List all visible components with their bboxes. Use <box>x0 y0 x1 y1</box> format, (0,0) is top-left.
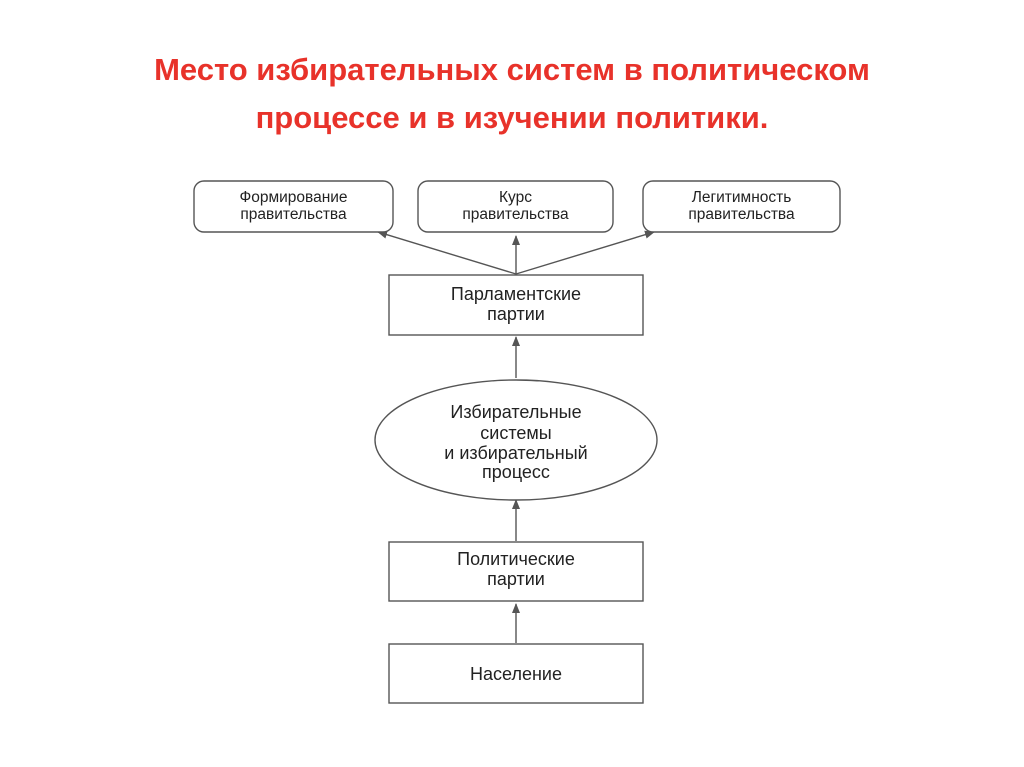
node-electoral-label-3: и избирательный <box>444 443 587 463</box>
node-population-label: Население <box>470 664 562 684</box>
node-formation-box <box>193 180 394 233</box>
slide-title-line-2: процессе и в изучении политики. <box>255 100 769 135</box>
node-electoral-label-4: процесс <box>482 462 550 482</box>
node-course-box <box>417 180 614 233</box>
arrow-parliamentary-to-legitimacy <box>515 230 655 275</box>
arrow-parliamentary-to-formation <box>377 230 517 275</box>
node-course: Курс правительства <box>417 180 614 233</box>
node-political-parties: Политические партии <box>388 541 644 602</box>
connectors <box>377 230 655 643</box>
node-course-label-1: Курс <box>499 189 532 206</box>
node-parliamentary-label-1: Парламентские <box>451 284 581 304</box>
node-electoral-ellipse <box>374 379 658 501</box>
slide-title-line-1: Место избирательных систем в политическо… <box>154 52 870 87</box>
node-political-label-2: партии <box>487 569 545 589</box>
node-parliamentary-box <box>388 274 644 336</box>
node-population-box <box>388 643 644 704</box>
node-electoral-systems: Избирательные системы и избирательный пр… <box>374 379 658 501</box>
node-formation-label-1: Формирование <box>239 189 347 206</box>
node-political-box <box>388 541 644 602</box>
node-formation-label-2: правительства <box>240 206 347 223</box>
node-population: Население <box>388 643 644 704</box>
node-legitimacy: Легитимность правительства <box>642 180 841 233</box>
node-legitimacy-box <box>642 180 841 233</box>
node-political-label-1: Политические <box>457 549 575 569</box>
node-formation: Формирование правительства <box>193 180 394 233</box>
node-course-label-2: правительства <box>462 206 569 223</box>
slide-title: Место избирательных систем в политическо… <box>0 46 1024 142</box>
node-legitimacy-label-2: правительства <box>688 206 795 223</box>
node-parliamentary-parties: Парламентские партии <box>388 274 644 336</box>
node-parliamentary-label-2: партии <box>487 304 545 324</box>
node-electoral-label-1: Избирательные <box>450 402 581 422</box>
node-legitimacy-label-1: Легитимность <box>692 189 792 206</box>
node-electoral-label-2: системы <box>480 423 551 443</box>
